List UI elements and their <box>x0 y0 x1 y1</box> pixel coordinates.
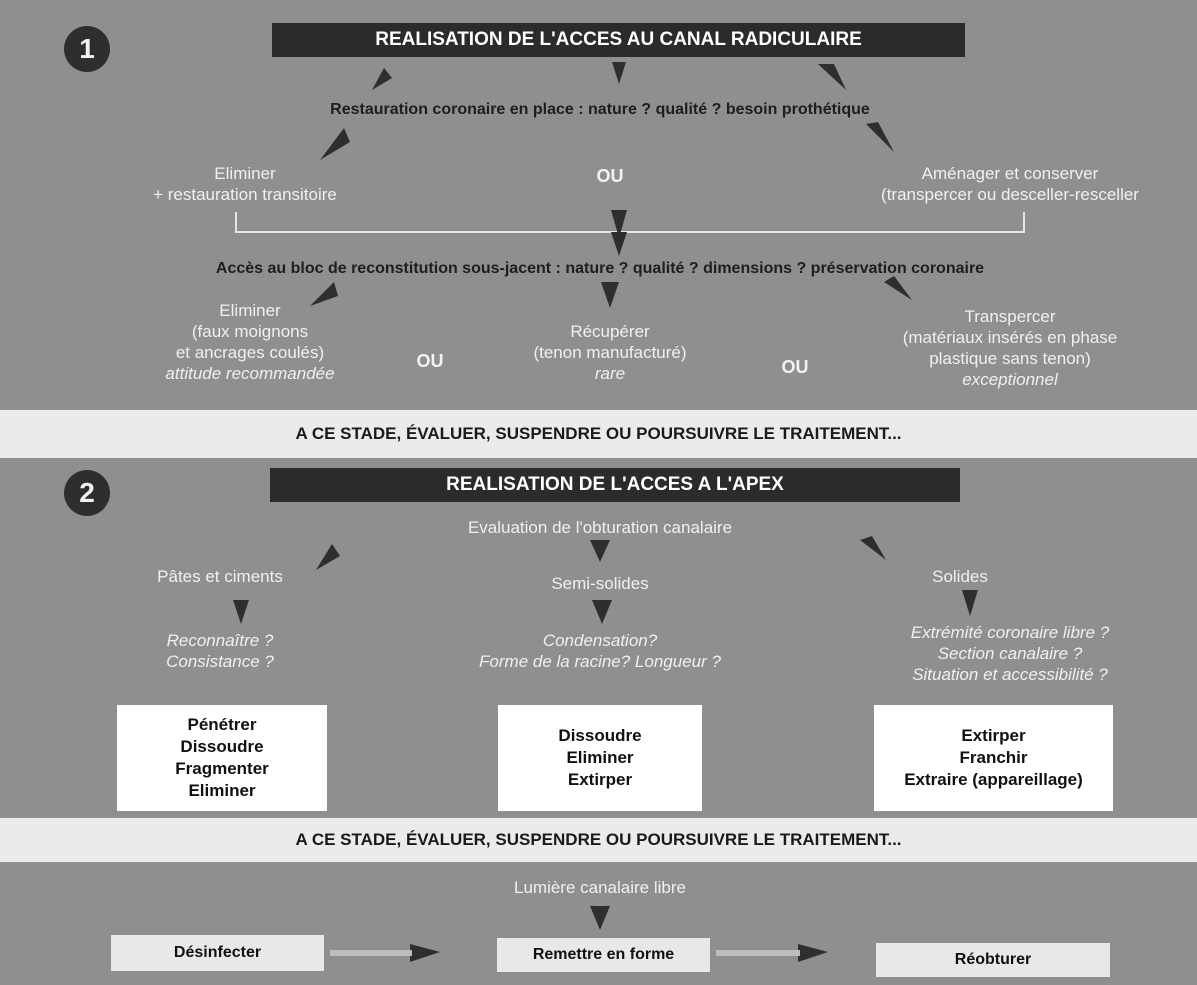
arrow-down-icon <box>612 62 626 84</box>
questions-solids-line-2: Section canalaire ? <box>937 644 1083 663</box>
arrow-down-icon <box>320 128 350 160</box>
category-solids: Solides <box>932 567 988 586</box>
step-disinfect: Désinfecter <box>111 935 324 971</box>
arrow-down-icon <box>860 536 886 560</box>
questions-semi-solids-line-2: Forme de la racine? Longueur ? <box>479 652 721 671</box>
questions-semi-solids-line-1: Condensation? <box>542 631 658 650</box>
arrow-down-icon <box>310 282 338 306</box>
crown-restoration-question: Restauration coronaire en place : nature… <box>330 101 870 118</box>
action-penetrate: Pénétrer <box>187 715 257 734</box>
choice-eliminate-line-3: et ancrages coulés) <box>175 343 325 362</box>
free-canal-lumen: Lumière canalaire libre <box>514 878 686 897</box>
option-eliminate: Eliminer + restauration transitoire <box>120 163 370 205</box>
arrow-right-icon <box>798 944 828 962</box>
choice-recover: Récupérer (tenon manufacturé) rare <box>480 321 740 384</box>
action-eliminate: Eliminer <box>188 781 256 800</box>
arrow-down-icon <box>590 540 610 562</box>
arrow-down-icon <box>233 600 249 624</box>
option-eliminate-line-2: + restauration transitoire <box>153 185 337 204</box>
choice-pierce-line-2: (matériaux insérés en phase <box>902 328 1118 347</box>
questions-pastes-line-2: Consistance ? <box>166 652 274 671</box>
action-eliminate-2: Eliminer <box>566 748 634 767</box>
option-keep-line-1: Aménager et conserver <box>921 164 1099 183</box>
arrow-down-icon <box>611 232 627 256</box>
section-1-title: REALISATION DE L'ACCES AU CANAL RADICULA… <box>272 23 965 57</box>
choice-eliminate: Eliminer (faux moignons et ancrages coul… <box>130 300 370 384</box>
option-keep-line-2: (transpercer ou desceller-resceller <box>881 185 1139 204</box>
arrow-down-icon <box>884 276 912 300</box>
action-dissolve-2: Dissoudre <box>558 726 642 745</box>
obturation-evaluation: Evaluation de l'obturation canalaire <box>467 518 733 537</box>
choice-pierce-line-3: plastique sans tenon) <box>929 349 1091 368</box>
action-dissolve: Dissoudre <box>180 737 264 756</box>
actions-solids-box: Extirper Franchir Extraire (appareillage… <box>874 705 1113 811</box>
arrow-down-icon <box>316 544 340 570</box>
questions-solids-line-3: Situation et accessibilité ? <box>912 665 1108 684</box>
choice-pierce-note: exceptionnel <box>962 370 1058 389</box>
choice-recover-line-2: (tenon manufacturé) <box>533 343 687 362</box>
arrow-down-icon <box>818 64 846 90</box>
section-1-panel <box>0 0 1197 410</box>
actions-pastes-box: Pénétrer Dissoudre Fragmenter Eliminer <box>117 705 327 811</box>
stage-banner-2: A CE STADE, ÉVALUER, SUSPENDRE OU POURSU… <box>0 818 1197 862</box>
questions-semi-solids: Condensation? Forme de la racine? Longue… <box>400 630 800 672</box>
choice-recover-line-1: Récupérer <box>570 322 650 341</box>
arrow-down-icon <box>592 600 612 624</box>
category-semi-solids: Semi-solides <box>551 574 649 593</box>
choice-eliminate-line-2: (faux moignons <box>191 322 309 341</box>
arrow-down-icon <box>601 282 619 308</box>
step-2-badge: 2 <box>64 470 110 516</box>
arrow-down-icon <box>866 122 894 152</box>
step-1-badge: 1 <box>64 26 110 72</box>
choice-pierce-line-1: Transpercer <box>964 307 1056 326</box>
action-cross: Franchir <box>959 748 1028 767</box>
or-label-middle-right: OU <box>781 357 809 377</box>
choice-eliminate-note: attitude recommandée <box>165 364 335 383</box>
arrow-down-icon <box>372 68 392 90</box>
arrow-right-icon <box>410 944 440 962</box>
arrow-down-icon <box>611 210 627 238</box>
action-extract-3: Extirper <box>961 726 1026 745</box>
questions-solids: Extrémité coronaire libre ? Section cana… <box>840 622 1180 685</box>
questions-pastes-line-1: Reconnaître ? <box>166 631 274 650</box>
option-keep: Aménager et conserver (transpercer ou de… <box>820 163 1197 205</box>
action-remove-device: Extraire (appareillage) <box>904 770 1083 789</box>
option-eliminate-line-1: Eliminer <box>214 164 276 183</box>
stage-banner-1: A CE STADE, ÉVALUER, SUSPENDRE OU POURSU… <box>0 410 1197 458</box>
action-extract-2: Extirper <box>567 770 633 789</box>
choice-pierce: Transpercer (matériaux insérés en phase … <box>840 306 1180 390</box>
category-pastes: Pâtes et ciments <box>157 567 283 586</box>
step-reshape: Remettre en forme <box>497 938 710 972</box>
step-reobturate: Réobturer <box>876 943 1110 977</box>
arrow-down-icon <box>962 590 978 616</box>
arrow-down-icon <box>590 906 610 930</box>
questions-pastes: Reconnaître ? Consistance ? <box>110 630 330 672</box>
choice-recover-note: rare <box>594 364 626 383</box>
choice-eliminate-line-1: Eliminer <box>219 301 281 320</box>
or-label-middle-left: OU <box>416 351 444 371</box>
questions-solids-line-1: Extrémité coronaire libre ? <box>910 623 1110 642</box>
core-access-question: Accès au bloc de reconstitution sous-jac… <box>215 260 985 277</box>
action-fragment: Fragmenter <box>175 759 269 778</box>
actions-semi-solids-box: Dissoudre Eliminer Extirper <box>498 705 702 811</box>
or-label-top: OU <box>596 166 624 186</box>
section-2-title: REALISATION DE L'ACCES A L'APEX <box>270 468 960 502</box>
